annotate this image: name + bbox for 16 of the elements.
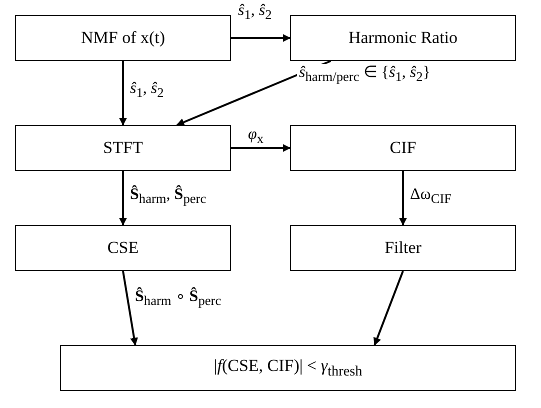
process-box: Harmonic Ratio [290,15,516,61]
process-box: STFT [15,125,231,171]
arrow [399,171,407,226]
process-box: Filter [290,225,516,271]
arrow [119,61,127,126]
process-box: |f(CSE, CIF)| < γ$_{thresh}$ [60,345,516,391]
edge-label: Ŝ$_{harm}$, Ŝ$_{perc}$ [128,186,208,207]
arrow [119,171,127,226]
arrow [122,270,138,346]
edge-label: Ŝ$_{harm}$ ∘ Ŝ$_{perc}$ [133,288,224,309]
process-box: NMF of x(t) [15,15,231,61]
process-box: CIF [290,125,516,171]
arrow [373,270,404,346]
arrow [231,34,291,42]
process-box: CSE [15,225,231,271]
arrow [231,144,291,152]
